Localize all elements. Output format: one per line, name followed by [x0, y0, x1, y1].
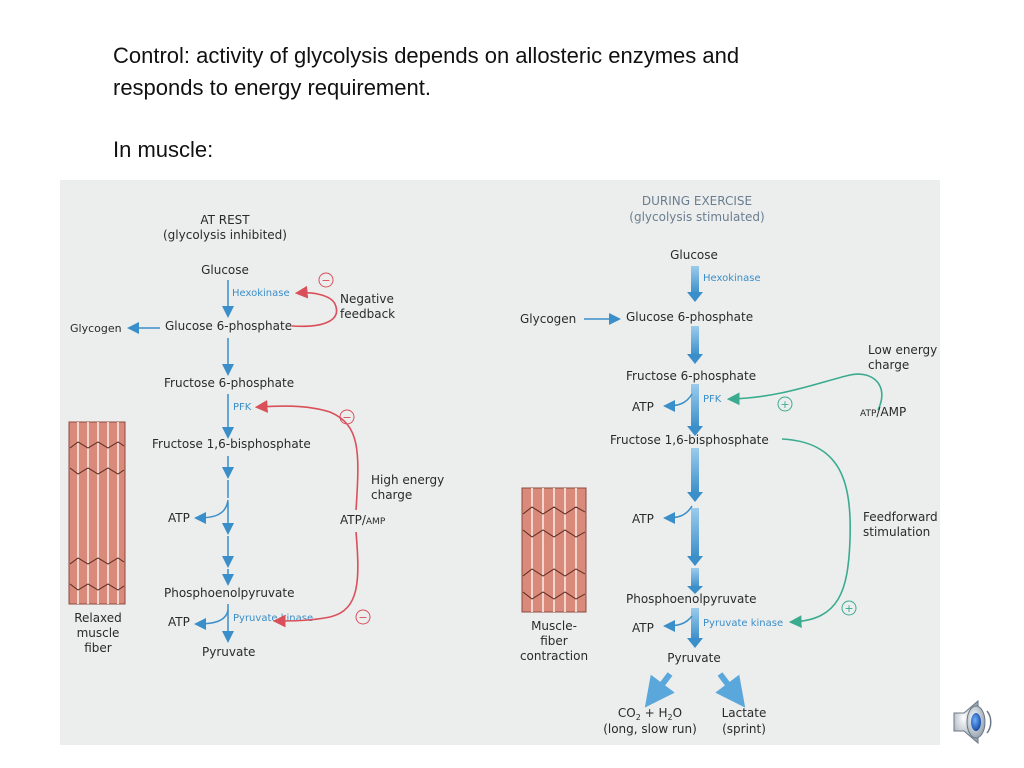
exercise-title: DURING EXERCISE [642, 194, 752, 208]
rest-minus-circle-1 [318, 272, 334, 288]
during-exercise-section: DURING EXERCISE (glycolysis stimulated) … [520, 194, 938, 736]
exercise-f6p: Fructose 6-phosphate [626, 369, 756, 383]
contraction-label-1: Muscle- [531, 619, 577, 633]
exercise-atp-1: ATP [632, 512, 654, 526]
exercise-hexokinase: Hexokinase [703, 273, 761, 284]
rest-feedback-label: feedback [340, 307, 395, 321]
rest-g6p: Glucose 6-phosphate [165, 319, 292, 333]
exercise-f16bp: Fructose 1,6-bisphosphate [610, 433, 769, 447]
exercise-atp-branch-2 [663, 615, 693, 632]
diagram-svg: AT REST (glycolysis inhibited) Glucose H… [68, 194, 938, 736]
exercise-thick-arrows [644, 266, 746, 708]
rest-title: AT REST [200, 213, 250, 227]
exercise-pyruvate-kinase: Pyruvate kinase [703, 618, 783, 629]
rest-charge-label: charge [371, 488, 412, 502]
at-rest-section: AT REST (glycolysis inhibited) Glucose H… [68, 213, 444, 659]
exercise-pfk: PFK [703, 394, 722, 405]
exercise-plus-1: + [780, 398, 789, 411]
rest-minus-circle-2 [339, 409, 355, 425]
rest-hexokinase: Hexokinase [232, 288, 290, 299]
rest-negative-feedback-arrow [291, 285, 338, 328]
exercise-low-energy-arrow [726, 373, 883, 411]
rest-atp-branch-1 [194, 499, 229, 524]
contraction-label-3: contraction [520, 649, 588, 663]
exercise-lactate: Lactate [722, 706, 767, 720]
rest-glucose: Glucose [201, 263, 249, 277]
exercise-low-energy-label: Low energy [868, 343, 937, 357]
exercise-plus-2: + [844, 602, 853, 615]
glycolysis-control-diagram: AT REST (glycolysis inhibited) Glucose H… [60, 180, 940, 745]
rest-negative-label: Negative [340, 292, 394, 306]
rest-high-energy-arrow-pfk [254, 400, 359, 511]
rest-minus-3: − [358, 611, 367, 624]
rest-minus-2: − [342, 411, 351, 424]
exercise-co2-h2o: CO2 + H2O [618, 706, 682, 722]
rest-pyruvate: Pyruvate [202, 645, 255, 659]
rest-high-energy-arrow-pk [272, 531, 359, 628]
exercise-feedforward-arrow [781, 438, 851, 628]
exercise-glucose: Glucose [670, 248, 718, 262]
exercise-glycogen: Glycogen [520, 312, 576, 326]
contracted-muscle-fiber-image [521, 487, 587, 613]
rest-pyruvate-kinase: Pyruvate kinase [233, 613, 313, 624]
rest-glycogen: Glycogen [70, 322, 122, 335]
rest-f16bp: Fructose 1,6-bisphosphate [152, 437, 311, 451]
exercise-g6p: Glucose 6-phosphate [626, 310, 753, 324]
rest-atp-branch-2 [194, 609, 229, 630]
exercise-atp-branch-0 [663, 393, 693, 412]
rest-minus-circle-3 [355, 609, 371, 625]
exercise-sprint: (sprint) [722, 722, 766, 736]
relaxed-label-1: Relaxed [74, 611, 122, 625]
relaxed-muscle-fiber-image [68, 421, 126, 605]
rest-atp-amp: ATP/AMP [340, 513, 386, 527]
rest-subtitle: (glycolysis inhibited) [163, 228, 287, 242]
exercise-charge-label: charge [868, 358, 909, 372]
rest-pep: Phosphoenolpyruvate [164, 586, 294, 600]
contraction-label-2: fiber [540, 634, 568, 648]
exercise-atp-branch-1 [663, 505, 693, 524]
speaker-icon[interactable] [950, 697, 994, 747]
exercise-pyruvate: Pyruvate [667, 651, 720, 665]
exercise-subtitle: (glycolysis stimulated) [629, 210, 764, 224]
exercise-plus-circle-1 [777, 396, 793, 412]
exercise-stimulation-label: stimulation [863, 525, 930, 539]
exercise-pep: Phosphoenolpyruvate [626, 592, 756, 606]
slide-line-2: responds to energy requirement. [113, 75, 431, 100]
exercise-atp-2: ATP [632, 621, 654, 635]
relaxed-label-2: muscle [77, 626, 120, 640]
exercise-feedforward-label: Feedforward [863, 510, 938, 524]
rest-high-energy-label: High energy [371, 473, 444, 487]
exercise-atp-0: ATP [632, 400, 654, 414]
slide-line-1: Control: activity of glycolysis depends … [113, 43, 740, 68]
rest-f6p: Fructose 6-phosphate [164, 376, 294, 390]
exercise-long-slow-run: (long, slow run) [603, 722, 697, 736]
rest-pfk: PFK [233, 402, 252, 413]
exercise-plus-circle-2 [841, 600, 857, 616]
slide-line-3: In muscle: [113, 137, 214, 162]
exercise-atp-amp: ATP/AMP [860, 405, 906, 419]
rest-atp-2: ATP [168, 615, 190, 629]
rest-atp-1: ATP [168, 511, 190, 525]
rest-minus-1: − [321, 274, 330, 287]
relaxed-label-3: fiber [84, 641, 112, 655]
